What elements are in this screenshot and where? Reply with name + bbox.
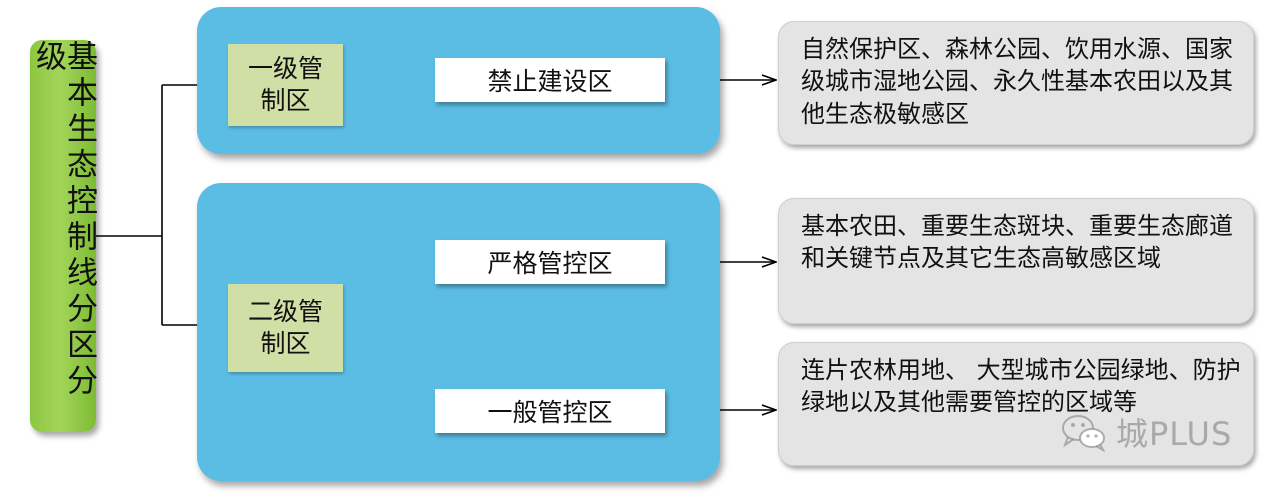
watermark: 城PLUS: [1060, 408, 1260, 456]
level2-node: 二级管 制区: [228, 284, 343, 372]
category-general-label: 一般管控区: [487, 398, 613, 427]
description-prohibited-box: 自然保护区、森林公园、饮用水源、国家级城市湿地公园、永久性基本农田以及其他生态极…: [778, 21, 1254, 145]
description-strict-box: 基本农田、重要生态斑块、重要生态廊道和关键节点及其它生态高敏感区域: [778, 198, 1254, 324]
category-prohibited-node: 禁止建设区: [435, 58, 665, 102]
root-node: 基本生态控制线分区分级: [30, 40, 97, 432]
description-prohibited-text: 自然保护区、森林公园、饮用水源、国家级城市湿地公园、永久性基本农田以及其他生态极…: [801, 35, 1233, 128]
level1-label: 一级管 制区: [247, 53, 323, 116]
description-general-box: 连片农林用地、 大型城市公园绿地、防护绿地以及其他需要管控的区域等: [778, 342, 1254, 466]
watermark-text: 城PLUS: [1116, 415, 1233, 453]
category-general-node: 一般管控区: [435, 389, 665, 433]
wechat-icon: [1062, 415, 1106, 452]
category-strict-label: 严格管控区: [487, 249, 613, 278]
level2-label: 二级管 制区: [247, 296, 323, 359]
level1-node: 一级管 制区: [228, 44, 343, 126]
connector-root-trunk: [96, 85, 163, 325]
root-label: 基本生态控制线分区分级: [30, 40, 97, 400]
description-general-text: 连片农林用地、 大型城市公园绿地、防护绿地以及其他需要管控的区域等: [801, 356, 1241, 417]
category-prohibited-label: 禁止建设区: [487, 67, 613, 96]
description-strict-text: 基本农田、重要生态斑块、重要生态廊道和关键节点及其它生态高敏感区域: [801, 212, 1233, 273]
category-strict-node: 严格管控区: [435, 240, 665, 284]
